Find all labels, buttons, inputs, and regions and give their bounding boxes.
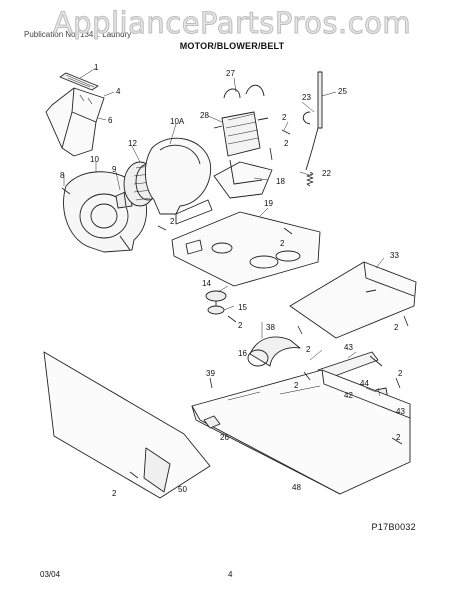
callout-numbers: 1 4 6 10 8 9 12 10A 2 27 28 2 23 25 2 18…: [60, 63, 405, 498]
callout-label: 2: [170, 217, 175, 226]
base-pad-part: [203, 415, 221, 429]
callout-label: 2: [238, 321, 243, 330]
callout-label: 2: [398, 369, 403, 378]
publication-date: 03/04: [40, 570, 61, 579]
callout-label: 38: [266, 323, 275, 332]
lint-strip-part: [59, 72, 99, 91]
callout-label: 14: [202, 279, 211, 288]
callout-label: 12: [128, 139, 137, 148]
callout-label: 2: [394, 323, 399, 332]
site-watermark: AppliancePartsPros.com: [52, 6, 412, 41]
callout-label: 44: [360, 379, 369, 388]
callout-label: 16: [238, 349, 247, 358]
callout-label: 1: [94, 63, 99, 72]
motor-cradle-part: [213, 159, 273, 199]
callout-label: 43: [396, 407, 405, 416]
figure-code: P17B0032: [371, 522, 416, 532]
callout-label: 22: [322, 169, 331, 178]
callout-label: 23: [302, 93, 311, 102]
callout-label: 8: [60, 171, 65, 180]
drive-motor-part: [213, 84, 269, 157]
page-title: MOTOR/BLOWER/BELT: [179, 41, 285, 51]
callout-label: 9: [112, 165, 117, 174]
callout-label: 6: [108, 116, 113, 125]
lint-duct-part: [45, 87, 105, 157]
callout-label: 2: [284, 139, 289, 148]
callout-label: 2: [112, 489, 117, 498]
callout-label: 2: [282, 113, 287, 122]
duct-elbow-part: [247, 336, 301, 367]
callout-label: 39: [206, 369, 215, 378]
callout-label: 33: [390, 251, 399, 260]
callout-label: 18: [276, 177, 285, 186]
callout-label: 25: [338, 87, 347, 96]
callout-label: 48: [292, 483, 301, 492]
main-base-part: [191, 369, 411, 495]
rear-channel-part: [289, 261, 417, 339]
callout-label: 50: [178, 485, 187, 494]
callout-label: 10: [90, 155, 99, 164]
screw-fasteners: [61, 129, 409, 479]
motor-mount-part: [145, 137, 213, 225]
callout-label: 15: [238, 303, 247, 312]
idler-arm-part: [302, 71, 323, 171]
callout-label: 10A: [170, 117, 185, 126]
callout-label: 2: [294, 381, 299, 390]
page-number: 4: [228, 570, 233, 579]
base-plate-part: [171, 211, 321, 287]
callout-label: 4: [116, 87, 121, 96]
leveling-foot-part: [205, 290, 227, 315]
front-panel-part: [43, 351, 211, 499]
callout-leaders: [63, 67, 385, 397]
callout-label: 2: [306, 345, 311, 354]
idler-spring-part: [306, 171, 314, 187]
callout-label: 26: [220, 433, 229, 442]
callout-label: 2: [280, 239, 285, 248]
callout-label: 27: [226, 69, 235, 78]
callout-label: 42: [344, 391, 353, 400]
callout-label: 19: [264, 199, 273, 208]
callout-label: 28: [200, 111, 209, 120]
callout-label: 43: [344, 343, 353, 352]
callout-label: 2: [396, 433, 401, 442]
publication-subtitle: Publication No. 134... Laundry: [24, 30, 132, 39]
